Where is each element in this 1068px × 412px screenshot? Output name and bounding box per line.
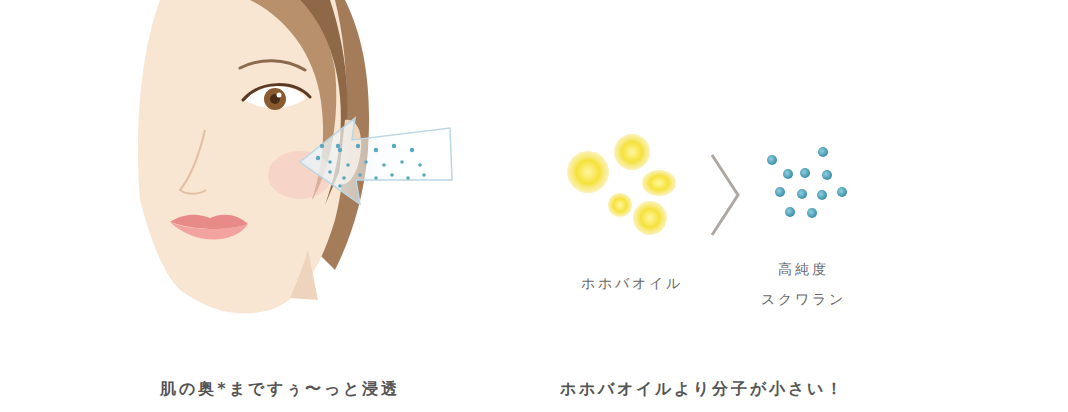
caption-right: ホホバオイルより分子が小さい！ [560,374,845,404]
squalane-molecule [818,147,828,157]
molecule-dot [338,148,342,152]
molecule-dot [410,148,414,152]
oil-label: ホホバオイル [581,268,683,298]
caption-left: 肌の奥*まですぅ〜っと浸透 [160,374,399,404]
molecule-dot [382,163,386,167]
molecule-dots [316,144,426,188]
molecule-dot [328,160,332,164]
squalane-molecule [767,155,777,165]
penetration-arrow [300,118,452,204]
squalane-molecule [785,207,795,217]
squalane-molecule [822,170,832,180]
squalane-molecule [775,187,785,197]
molecule-dot [400,160,404,164]
squalane-molecule [800,168,810,178]
squalane-molecule [817,190,827,200]
molecule-dot [374,148,378,152]
molecule-dot [320,144,324,148]
squalane-molecule [783,169,793,179]
molecule-dot [316,156,320,160]
squalane-molecules [767,147,847,218]
squalane-molecule [797,189,807,199]
molecule-dot [346,163,350,167]
molecule-dot [356,144,360,148]
molecule-dot [406,176,410,180]
molecule-dot [392,144,396,148]
molecule-dot [338,184,342,188]
molecule-dot [328,170,332,174]
comparison-chevron [712,155,738,235]
squalane-molecule [807,208,817,218]
molecule-dot [374,176,378,180]
molecule-dot [358,173,362,177]
jojoba-molecules [567,134,676,235]
squalane-label: 高純度 スクワラン [755,254,851,314]
molecule-dot [336,144,340,148]
molecule-dot [422,173,426,177]
molecule-dot [364,160,368,164]
molecule-dot [342,176,346,180]
squalane-molecule [837,187,847,197]
molecule-dot [418,163,422,167]
molecule-dot [390,173,394,177]
